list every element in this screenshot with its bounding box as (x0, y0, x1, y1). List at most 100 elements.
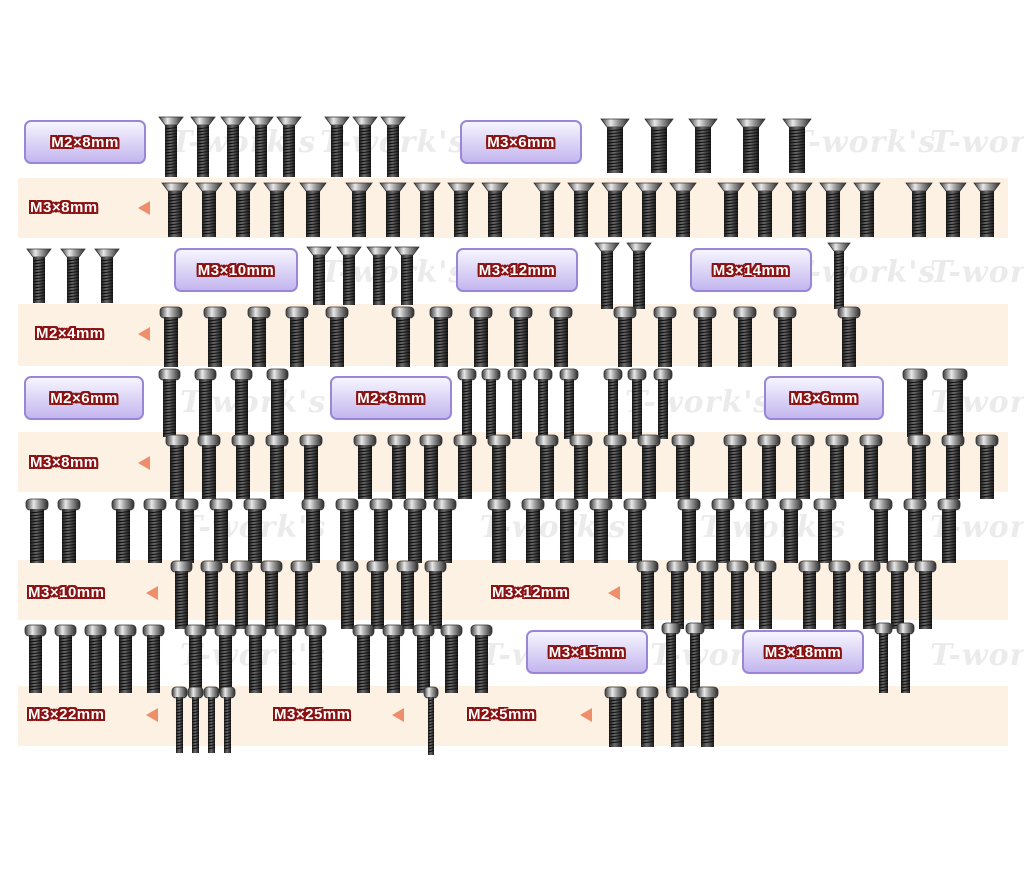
label-text: M3×6mm (487, 133, 555, 151)
screw-icon (230, 368, 252, 437)
arrow-icon (138, 201, 150, 215)
screw-icon (391, 306, 415, 367)
screw-icon (914, 560, 936, 629)
screw-icon (757, 434, 781, 499)
screw-icon (635, 182, 663, 237)
screw-icon (194, 368, 216, 437)
screw-icon (165, 434, 189, 499)
label-text: M3×18mm (764, 643, 842, 661)
label-text: M3×10mm (197, 261, 275, 279)
screw-icon (567, 182, 595, 237)
screw-icon (535, 434, 559, 499)
watermark-7: T-work's (930, 255, 1024, 290)
screw-icon (114, 624, 136, 693)
screw-icon (219, 686, 235, 753)
screw-icon (274, 624, 296, 693)
label-text: M2×4mm (36, 325, 104, 342)
arrow-icon (580, 708, 592, 722)
screw-icon (84, 624, 106, 693)
label-box-m3x14: M3×14mm (690, 248, 812, 292)
arrow-icon (138, 327, 150, 341)
screw-icon (653, 306, 677, 367)
screw-icon (353, 434, 377, 499)
screw-icon (487, 434, 511, 499)
screw-icon (636, 560, 658, 629)
screw-icon (666, 560, 688, 629)
screw-icon (403, 498, 427, 563)
screw-icon (975, 434, 999, 499)
screw-icon (159, 306, 183, 367)
screw-icon (937, 498, 961, 563)
screw-icon (827, 242, 851, 309)
screw-icon (111, 498, 135, 563)
screw-icon (423, 686, 439, 755)
screw-icon (57, 498, 81, 563)
label-text: M3×8mm (30, 199, 98, 216)
screw-icon (637, 434, 661, 499)
screw-icon (158, 368, 180, 437)
arrow-icon (608, 586, 620, 600)
screw-icon (25, 498, 49, 563)
screw-icon (773, 306, 797, 367)
screw-icon (688, 118, 718, 173)
screw-icon (231, 434, 255, 499)
screw-icon (603, 368, 623, 439)
screw-icon (197, 434, 221, 499)
screw-icon (661, 622, 681, 693)
label-text: M3×14mm (712, 261, 790, 279)
screw-icon (733, 306, 757, 367)
screw-icon (60, 248, 86, 303)
screw-icon (549, 306, 573, 367)
screw-icon (304, 624, 326, 693)
screw-icon (440, 624, 462, 693)
screw-icon (200, 560, 222, 629)
screw-icon (487, 498, 511, 563)
screw-icon (973, 182, 1001, 237)
label-text: M2×8mm (51, 133, 119, 151)
screw-icon (325, 306, 349, 367)
label-m3x12-band: M3×12mm (492, 584, 568, 602)
screw-icon (260, 560, 282, 629)
watermark-6: T-work's (790, 255, 937, 290)
screw-icon (54, 624, 76, 693)
screw-icon (569, 434, 593, 499)
screw-icon (265, 434, 289, 499)
screw-icon (276, 116, 302, 177)
label-box-m3x15: M3×15mm (526, 630, 648, 674)
screw-icon (175, 498, 199, 563)
screw-icon (751, 182, 779, 237)
screw-icon (470, 624, 492, 693)
screw-icon (626, 242, 652, 309)
screw-icon (869, 498, 893, 563)
screw-icon (469, 306, 493, 367)
screw-icon (380, 116, 406, 177)
watermark-3: T-work's (790, 125, 937, 160)
screw-icon (600, 118, 630, 173)
screw-icon (671, 434, 695, 499)
screw-icon (433, 498, 457, 563)
screw-icon (190, 116, 216, 177)
screw-icon (366, 246, 392, 305)
screw-icon (266, 368, 288, 437)
screw-icon (424, 560, 446, 629)
screw-icon (903, 498, 927, 563)
arrow-icon (146, 586, 158, 600)
screw-icon (791, 434, 815, 499)
arrow-icon (138, 456, 150, 470)
screw-icon (457, 368, 477, 439)
screw-icon (785, 182, 813, 237)
screw-icon (387, 434, 411, 499)
screw-icon (939, 182, 967, 237)
screw-icon (693, 306, 717, 367)
screw-icon (352, 624, 374, 693)
label-text: M2×5mm (468, 706, 536, 723)
screw-icon (306, 246, 332, 305)
screw-icon (301, 498, 325, 563)
screw-icon (220, 116, 246, 177)
label-text: M3×8mm (30, 454, 98, 471)
screw-icon (481, 182, 509, 237)
screw-icon (828, 560, 850, 629)
screw-icon (412, 624, 434, 693)
label-box-m3x6-top: M3×6mm (460, 120, 582, 164)
label-m2x5: M2×5mm (468, 706, 536, 724)
